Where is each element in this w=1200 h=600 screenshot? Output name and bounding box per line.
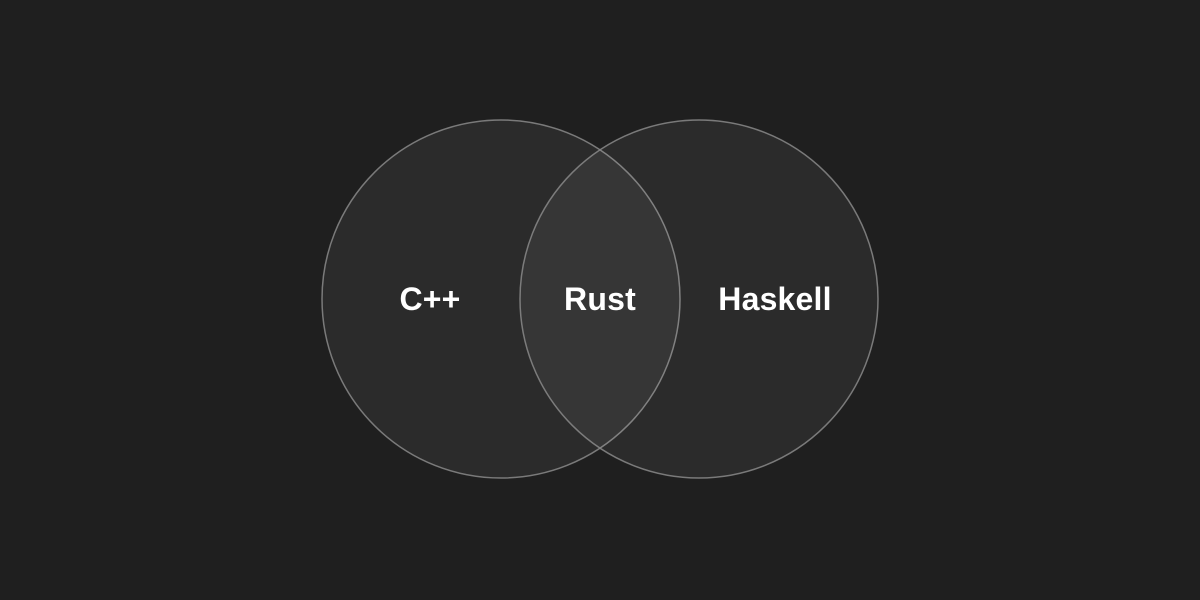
venn-circle-left[interactable] — [321, 119, 681, 479]
venn-label-left: C++ — [399, 281, 461, 317]
venn-label-right: Haskell — [718, 281, 832, 317]
venn-label-intersection: Rust — [564, 281, 636, 317]
venn-circle-right[interactable] — [519, 119, 879, 479]
